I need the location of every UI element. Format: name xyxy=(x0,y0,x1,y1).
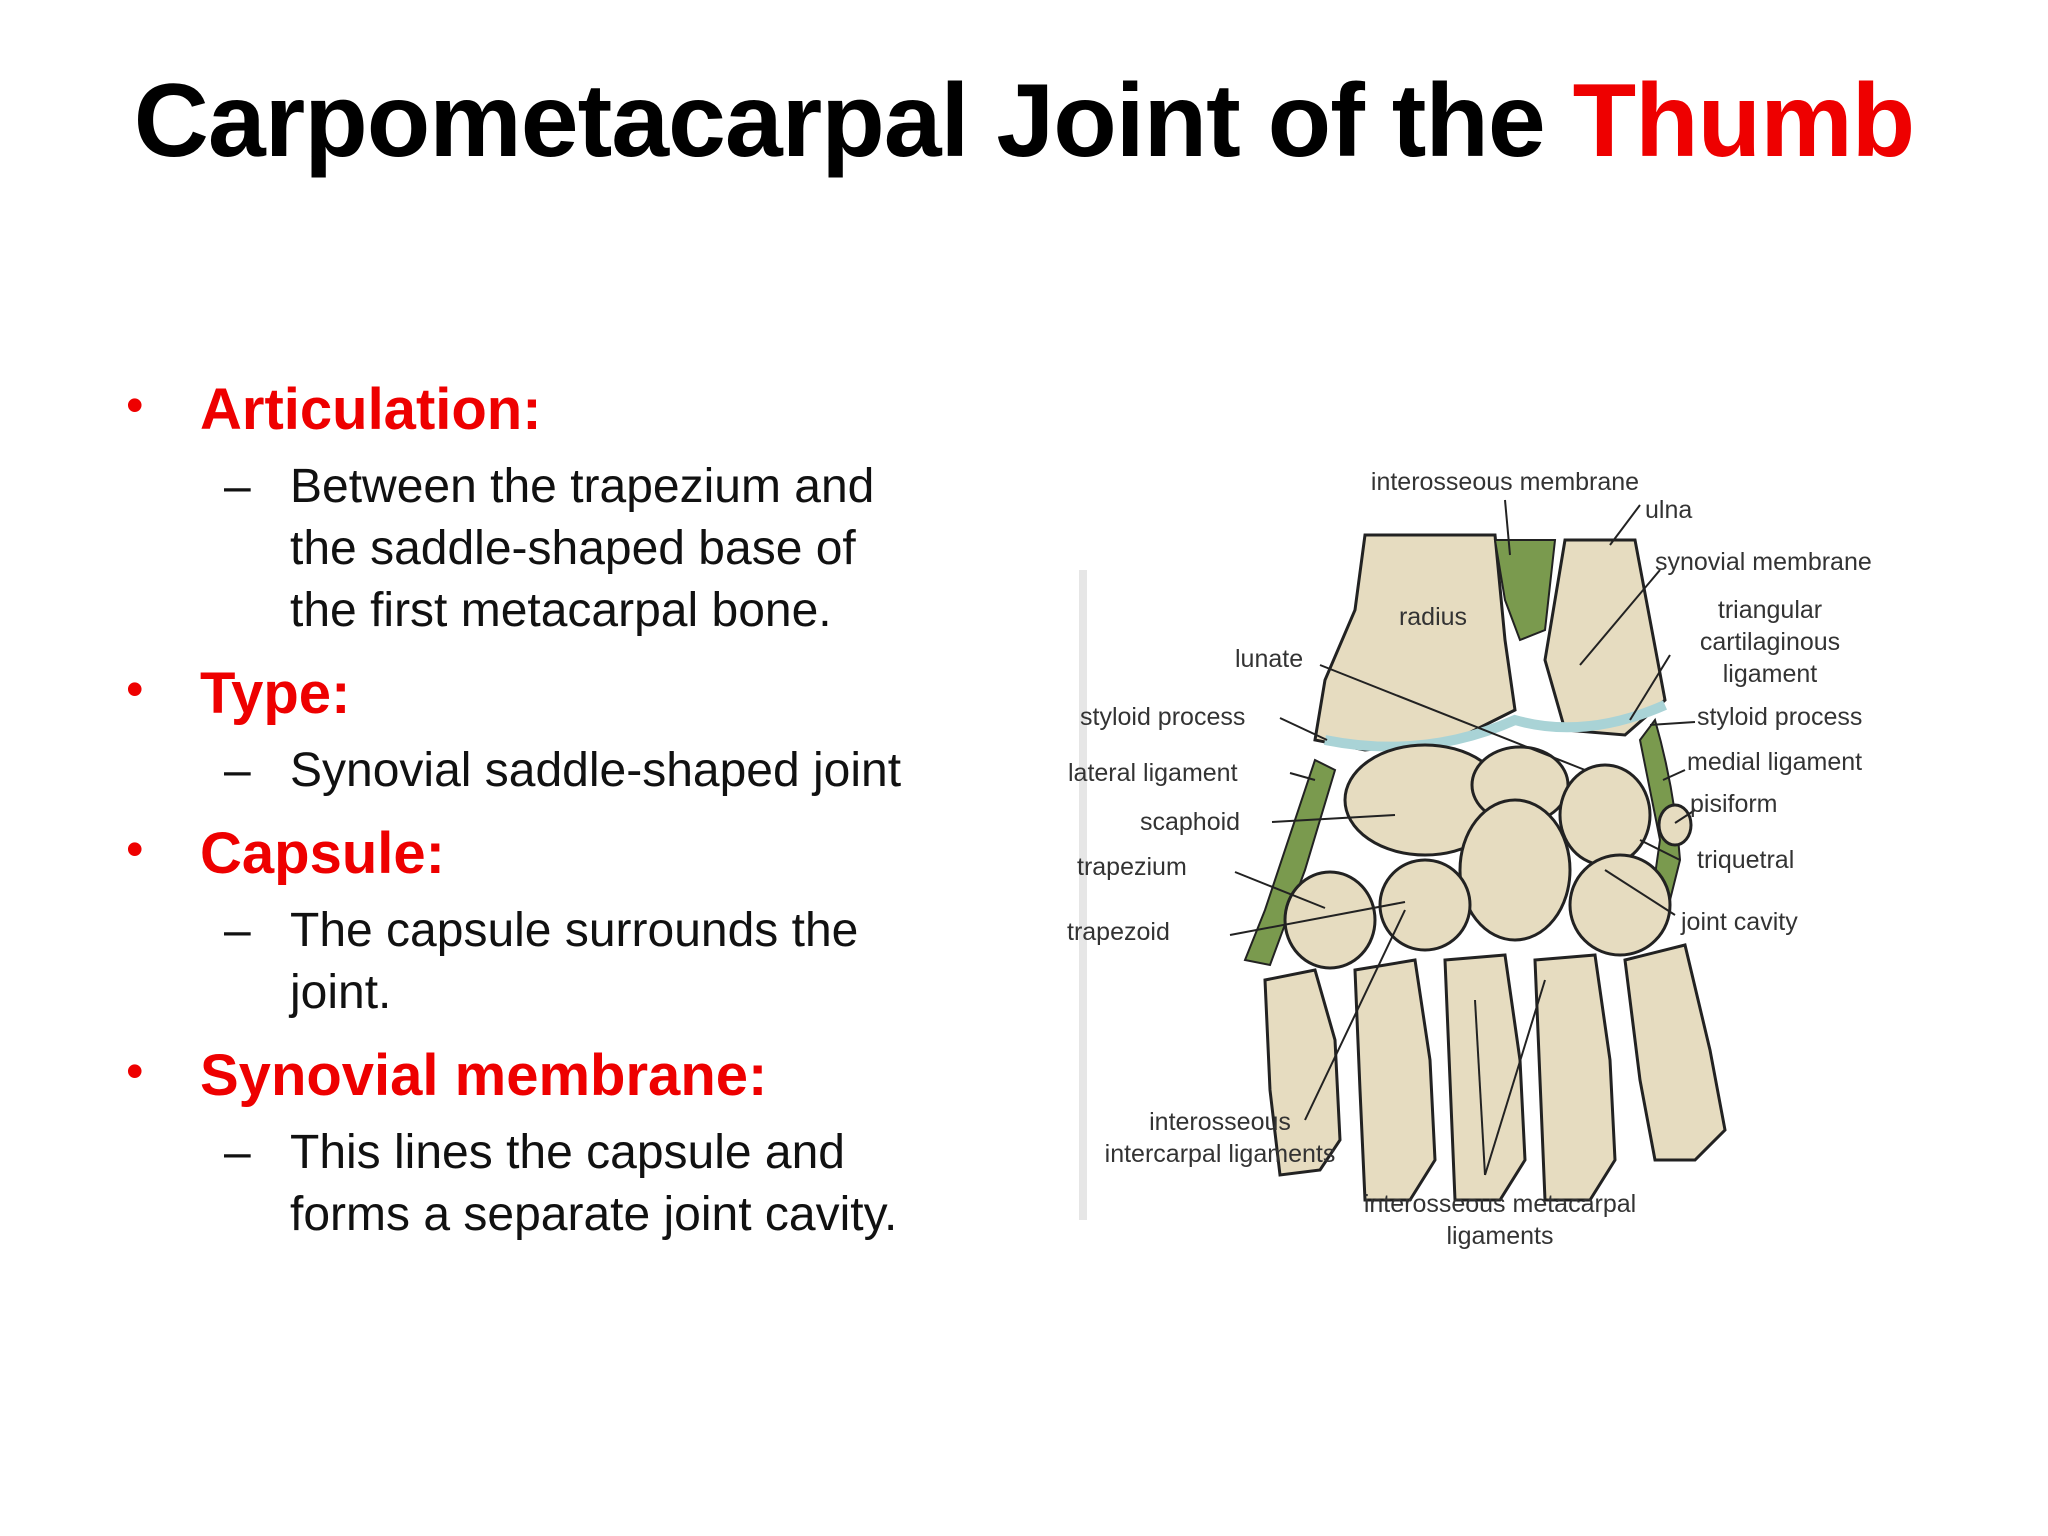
sub-line: joint. xyxy=(290,966,392,1019)
label-triquetral: triquetral xyxy=(1697,846,1794,874)
bullet-articulation: • Articulation: xyxy=(120,368,1000,452)
sub-line: The capsule surrounds the xyxy=(290,904,859,957)
sub-line: Between the trapezium and xyxy=(290,460,875,513)
bullet-synovial-membrane: • Synovial membrane: xyxy=(120,1034,1000,1118)
label-metacarpal-2: ligaments xyxy=(1447,1222,1554,1250)
sub-dash: – xyxy=(224,460,251,513)
bullet-capsule: • Capsule: xyxy=(120,812,1000,896)
label-joint-cavity: joint cavity xyxy=(1680,908,1798,936)
ulna-bone xyxy=(1543,538,1667,737)
label-lunate: lunate xyxy=(1235,645,1303,673)
label-triangular-1: triangular xyxy=(1718,596,1822,624)
second-metacarpal xyxy=(1353,958,1437,1202)
bullet-heading: Capsule: xyxy=(200,821,445,886)
label-intercarpal-2: intercarpal ligaments xyxy=(1105,1140,1336,1168)
label-styloid-process-right: styloid process xyxy=(1697,703,1862,731)
sub-line: the saddle-shaped base of xyxy=(290,522,856,575)
bullet-heading: Articulation: xyxy=(200,377,542,442)
lateral-ligament-shape xyxy=(1243,758,1337,967)
interosseous-membrane-shape xyxy=(1493,539,1557,642)
label-triangular-2: cartilaginous xyxy=(1700,628,1840,656)
wrist-joint-diagram: interosseous membrane ulna synovial memb… xyxy=(1065,440,2025,1320)
title-main: Carpometacarpal Joint of the xyxy=(133,63,1573,179)
fourth-metacarpal xyxy=(1533,953,1617,1202)
first-metacarpal xyxy=(1263,968,1342,1177)
capitate-bone xyxy=(1458,798,1572,942)
third-metacarpal xyxy=(1443,953,1527,1202)
label-triangular-3: ligament xyxy=(1723,660,1818,688)
articular-cartilage xyxy=(1324,700,1668,752)
label-intercarpal-1: interosseous xyxy=(1149,1108,1291,1136)
bullet-heading: Synovial membrane: xyxy=(200,1043,768,1108)
trapezium-bone xyxy=(1283,870,1377,970)
fifth-metacarpal xyxy=(1623,943,1727,1162)
label-styloid-process-left: styloid process xyxy=(1080,703,1245,731)
label-lateral-ligament: lateral ligament xyxy=(1068,759,1238,787)
bullet-dot: • xyxy=(126,821,144,877)
bullet-dot: • xyxy=(126,661,144,717)
pisiform-bone xyxy=(1657,803,1693,847)
label-interosseous-membrane: interosseous membrane xyxy=(1371,468,1639,496)
radius-bone xyxy=(1313,533,1517,752)
sub-dash: – xyxy=(224,744,251,797)
label-ulna: ulna xyxy=(1645,496,1692,524)
hamate-bone xyxy=(1568,853,1672,957)
slide-title: Carpometacarpal Joint of the Thumb xyxy=(0,62,2048,181)
sub-line: Synovial saddle-shaped joint xyxy=(290,744,902,797)
bullet-type: • Type: xyxy=(120,652,1000,736)
sub-line: forms a separate joint cavity. xyxy=(290,1188,898,1241)
sub-line: This lines the capsule and xyxy=(290,1126,845,1179)
sub-line: the first metacarpal bone. xyxy=(290,584,832,637)
label-trapezium: trapezium xyxy=(1077,853,1187,881)
sub-bullet: – This lines the capsule and forms a sep… xyxy=(120,1122,1000,1246)
bullet-dot: • xyxy=(126,377,144,433)
sub-bullet: – Synovial saddle-shaped joint xyxy=(120,740,1000,802)
bullet-dot: • xyxy=(126,1043,144,1099)
bullet-heading: Type: xyxy=(200,661,351,726)
wrist-anatomy-illustration: interosseous membrane ulna synovial memb… xyxy=(1067,468,1872,1250)
trapezoid-bone xyxy=(1378,858,1472,952)
label-scaphoid: scaphoid xyxy=(1140,808,1240,836)
triquetral-bone xyxy=(1558,763,1652,867)
label-trapezoid: trapezoid xyxy=(1067,918,1170,946)
title-accent: Thumb xyxy=(1572,63,1916,179)
sub-bullet: – Between the trapezium and the saddle-s… xyxy=(120,456,1000,642)
sub-dash: – xyxy=(224,904,251,957)
label-synovial-membrane: synovial membrane xyxy=(1655,548,1872,576)
leader-lines xyxy=(1229,499,1696,1176)
label-pisiform: pisiform xyxy=(1690,790,1778,818)
bullet-list: • Articulation: – Between the trapezium … xyxy=(120,368,1000,1256)
label-metacarpal-1: interosseous metacarpal xyxy=(1364,1190,1636,1218)
sub-dash: – xyxy=(224,1126,251,1179)
sub-bullet: – The capsule surrounds the joint. xyxy=(120,900,1000,1024)
label-radius: radius xyxy=(1399,603,1467,631)
label-medial-ligament: medial ligament xyxy=(1687,748,1862,776)
